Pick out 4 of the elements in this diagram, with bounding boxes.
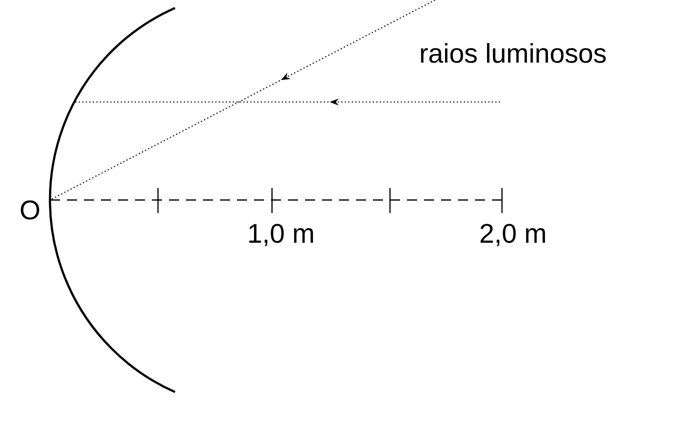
text-label: 1,0 m bbox=[249, 224, 313, 246]
text-label: 2,0 m bbox=[480, 224, 545, 246]
text-label: raios luminosos bbox=[421, 43, 606, 63]
text-label: O bbox=[20, 200, 40, 220]
